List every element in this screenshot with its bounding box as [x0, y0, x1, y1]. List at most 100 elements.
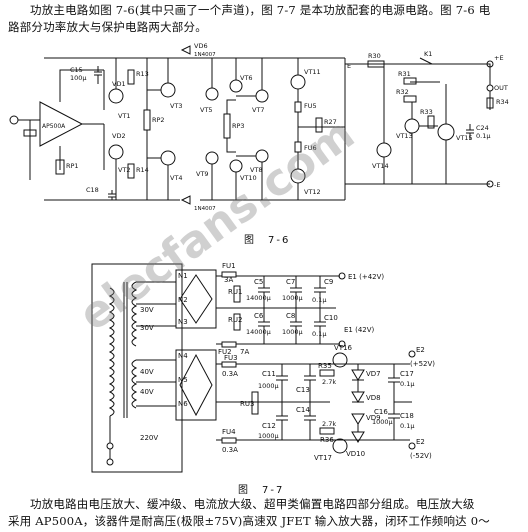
svg-text:R30: R30: [368, 52, 381, 60]
svg-text:RP3: RP3: [232, 122, 245, 130]
svg-text:0.3A: 0.3A: [222, 370, 238, 378]
svg-text:C18: C18: [400, 412, 414, 420]
intro-line-1: 功放主电路如图 7-6(其中只画了一个声道)，图 7-7 是本功放配套的电源电路…: [30, 3, 491, 17]
svg-text:N4: N4: [178, 352, 188, 360]
svg-text:30V: 30V: [140, 324, 154, 332]
svg-text:0.1μ: 0.1μ: [400, 422, 414, 430]
svg-text:C8: C8: [286, 312, 295, 320]
svg-text:RU3: RU3: [240, 400, 254, 408]
opamp-ap500a: [39, 101, 84, 147]
svg-text:0.1μ: 0.1μ: [312, 296, 326, 304]
svg-text:VT4: VT4: [170, 174, 183, 182]
svg-text:OUT: OUT: [494, 84, 508, 92]
svg-text:E2: E2: [416, 346, 425, 354]
svg-text:R31: R31: [398, 70, 411, 78]
svg-text:RU2: RU2: [228, 316, 242, 324]
power-frame: [91, 263, 183, 473]
svg-text:VT3: VT3: [170, 102, 183, 110]
svg-text:VD2: VD2: [112, 132, 126, 140]
svg-text:1N4007: 1N4007: [194, 52, 216, 58]
figure-7-7-power-supply: 30V 30V 40V 40V 220V N1 N2 N3 N4 N5 N6 F…: [91, 262, 435, 473]
svg-text:C5: C5: [254, 278, 263, 286]
body-line-2: 采用 AP500A，该器件是耐高压(极限±75V)高速双 JFET 输入放大器，…: [8, 514, 490, 528]
svg-text:R34: R34: [496, 98, 509, 106]
svg-text:E2: E2: [416, 438, 425, 446]
svg-text:N2: N2: [178, 296, 188, 304]
svg-text:(+52V): (+52V): [410, 360, 435, 368]
intro-line-2: 路部分功率放大与保护电路两大部分。: [8, 20, 207, 34]
svg-text:VT6: VT6: [240, 74, 253, 82]
bridge-2: [175, 349, 217, 421]
svg-text:-E: -E: [494, 181, 500, 189]
input-terminal: [9, 115, 19, 125]
svg-text:C12: C12: [262, 422, 276, 430]
svg-text:R14: R14: [136, 166, 149, 174]
svg-text:E: E: [347, 62, 351, 70]
svg-text:C15: C15: [70, 66, 83, 74]
svg-text:E1 (42V): E1 (42V): [344, 326, 375, 334]
svg-text:AP500A: AP500A: [42, 123, 66, 130]
svg-text:VT17: VT17: [314, 454, 332, 462]
svg-text:FU5: FU5: [304, 102, 317, 110]
svg-text:0.1μ: 0.1μ: [312, 330, 326, 338]
svg-text:VT10: VT10: [240, 174, 257, 182]
svg-text:R32: R32: [396, 88, 409, 96]
svg-text:VD7: VD7: [366, 370, 381, 378]
svg-text:VT8: VT8: [250, 166, 263, 174]
svg-text:1000μ: 1000μ: [282, 294, 303, 302]
svg-text:7A: 7A: [240, 348, 249, 356]
figure-7-6-caption: 图 7-6: [244, 235, 291, 246]
figure-7-7-caption: 图 7-7: [238, 485, 285, 496]
svg-text:C18: C18: [86, 186, 99, 194]
figure-7-6-circuit: AP500A RP1 C15 100μ C18 VT1 VT2 R13 R14 …: [9, 42, 509, 212]
svg-text:C11: C11: [262, 370, 276, 378]
svg-text:14000μ: 14000μ: [246, 328, 271, 336]
svg-text:1N4007: 1N4007: [194, 206, 216, 212]
svg-text:R33: R33: [420, 108, 433, 116]
svg-text:FU6: FU6: [304, 144, 317, 152]
svg-text:RP1: RP1: [66, 162, 79, 170]
svg-text:3A: 3A: [224, 276, 233, 284]
svg-text:RP2: RP2: [152, 116, 165, 124]
svg-text:FU1: FU1: [222, 262, 236, 270]
svg-text:E1 (+42V): E1 (+42V): [348, 273, 384, 281]
r-input: [23, 129, 37, 137]
svg-text:100μ: 100μ: [70, 74, 87, 82]
svg-text:C17: C17: [400, 370, 414, 378]
svg-text:VD6: VD6: [194, 42, 208, 50]
svg-text:N3: N3: [178, 318, 188, 326]
svg-text:FU3: FU3: [224, 354, 238, 362]
svg-text:R13: R13: [136, 70, 149, 78]
svg-text:30V: 30V: [140, 306, 154, 314]
svg-text:C13: C13: [296, 386, 310, 394]
body-paragraph: 功放电路由电压放大、缓冲级、电流放大级、超甲类偏置电路四部分组成。电压放大级 采…: [8, 496, 522, 530]
svg-text:C7: C7: [286, 278, 295, 286]
body-line-1: 功放电路由电压放大、缓冲级、电流放大级、超甲类偏置电路四部分组成。电压放大级: [30, 497, 475, 511]
svg-text:VD10: VD10: [346, 450, 365, 458]
svg-text:VT16: VT16: [334, 344, 353, 352]
svg-text:C9: C9: [324, 278, 333, 286]
svg-text:RU1: RU1: [228, 288, 242, 296]
svg-text:0.1μ: 0.1μ: [400, 380, 414, 388]
svg-text:220V: 220V: [140, 434, 158, 442]
svg-text:FU4: FU4: [222, 428, 236, 436]
svg-text:0.1μ: 0.1μ: [476, 132, 490, 140]
svg-text:VT12: VT12: [304, 188, 321, 196]
svg-text:C10: C10: [324, 314, 338, 322]
svg-text:1000μ: 1000μ: [258, 382, 279, 390]
c15: [94, 66, 102, 84]
intro-paragraph: 功放主电路如图 7-6(其中只画了一个声道)，图 7-7 是本功放配套的电源电路…: [8, 2, 522, 36]
svg-text:VT7: VT7: [252, 106, 265, 114]
svg-text:C16: C16: [374, 408, 388, 416]
svg-text:N1: N1: [178, 272, 188, 280]
c18: [108, 190, 116, 200]
svg-text:VD9: VD9: [366, 414, 381, 422]
svg-text:VT14: VT14: [372, 162, 389, 170]
svg-text:N6: N6: [178, 400, 188, 408]
svg-text:14000μ: 14000μ: [246, 294, 271, 302]
svg-text:VT5: VT5: [200, 106, 213, 114]
svg-text:VT11: VT11: [304, 68, 321, 76]
svg-text:C14: C14: [296, 406, 310, 414]
svg-text:40V: 40V: [140, 388, 154, 396]
